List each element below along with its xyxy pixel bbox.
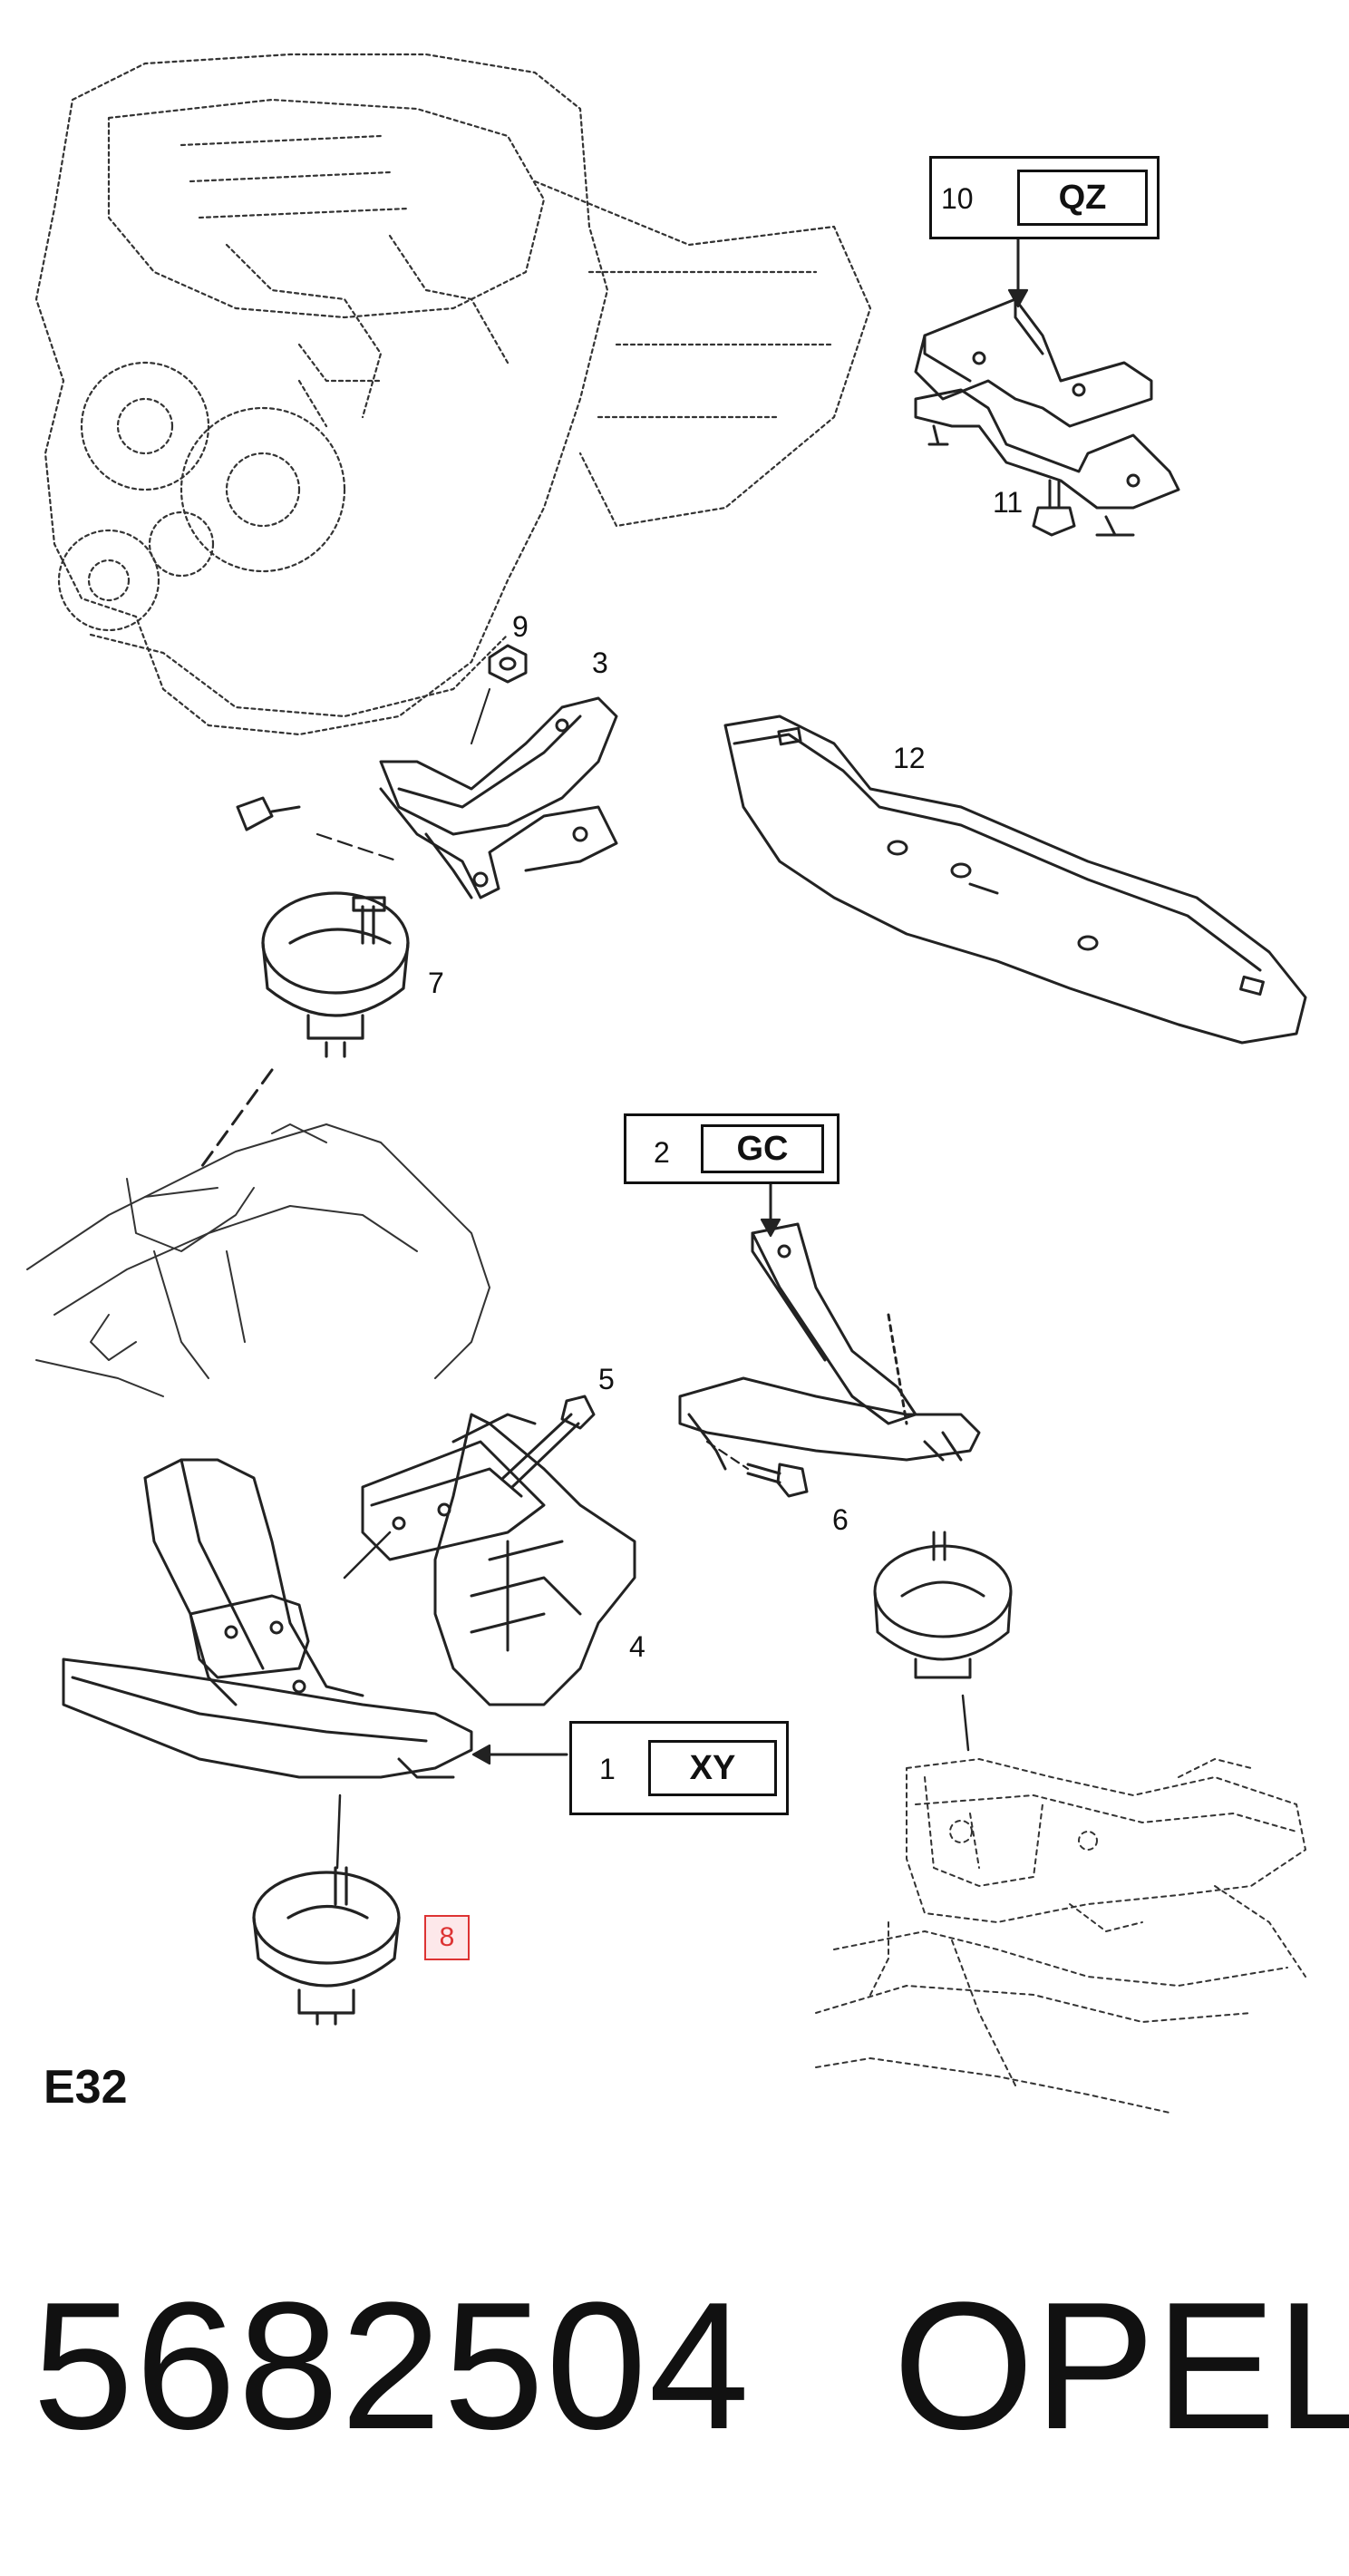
- option-box-xy: 1 XY: [569, 1721, 789, 1815]
- bracket-5-drawing: [361, 1413, 546, 1561]
- callout-6: 6: [832, 1503, 849, 1536]
- diagram-code: E32: [44, 2061, 128, 2114]
- callout-7: 7: [428, 967, 444, 999]
- option-code-xy: XY: [648, 1740, 777, 1796]
- body-structure-left-drawing: [26, 1123, 490, 1397]
- callout-5: 5: [598, 1363, 615, 1395]
- callout-1: 1: [599, 1753, 616, 1785]
- option-box-qz: 10 QZ: [929, 156, 1160, 239]
- crossmember-drawing: [723, 714, 1307, 1045]
- option-box-gc: 2 GC: [624, 1113, 839, 1184]
- part-number: 5682504: [33, 2265, 752, 2467]
- brand-name: OPEL: [893, 2265, 1349, 2467]
- nut-9-drawing: [488, 644, 528, 684]
- callout-9: 9: [512, 610, 529, 643]
- bolt-11-drawing: [1032, 479, 1076, 537]
- body-structure-right-drawing: [815, 1758, 1306, 2114]
- callout-3: 3: [592, 646, 608, 679]
- callout-2: 2: [654, 1136, 670, 1169]
- mount-8-drawing: [252, 1866, 401, 2026]
- bolt-left-drawing: [236, 796, 301, 831]
- callout-10: 10: [941, 182, 974, 215]
- engine-assembly-drawing: [34, 53, 872, 736]
- bolt-6-drawing: [746, 1463, 809, 1498]
- mount-right-drawing: [873, 1531, 1013, 1679]
- main-bracket-drawing: [62, 1458, 473, 1779]
- stud-5-drawing: [501, 1395, 596, 1489]
- callout-8-highlighted[interactable]: 8: [424, 1915, 470, 1960]
- option-code-gc: GC: [701, 1124, 824, 1173]
- bracket-3-drawing: [379, 696, 618, 899]
- callout-12: 12: [893, 742, 926, 774]
- bracket-2-drawing: [678, 1222, 981, 1471]
- option-code-qz: QZ: [1017, 170, 1148, 226]
- bracket-10-drawing: [914, 297, 1180, 537]
- callout-4: 4: [629, 1630, 645, 1663]
- callout-11: 11: [993, 486, 1024, 519]
- mount-7-drawing: [261, 891, 410, 1058]
- heat-shield-4-drawing: [433, 1413, 636, 1706]
